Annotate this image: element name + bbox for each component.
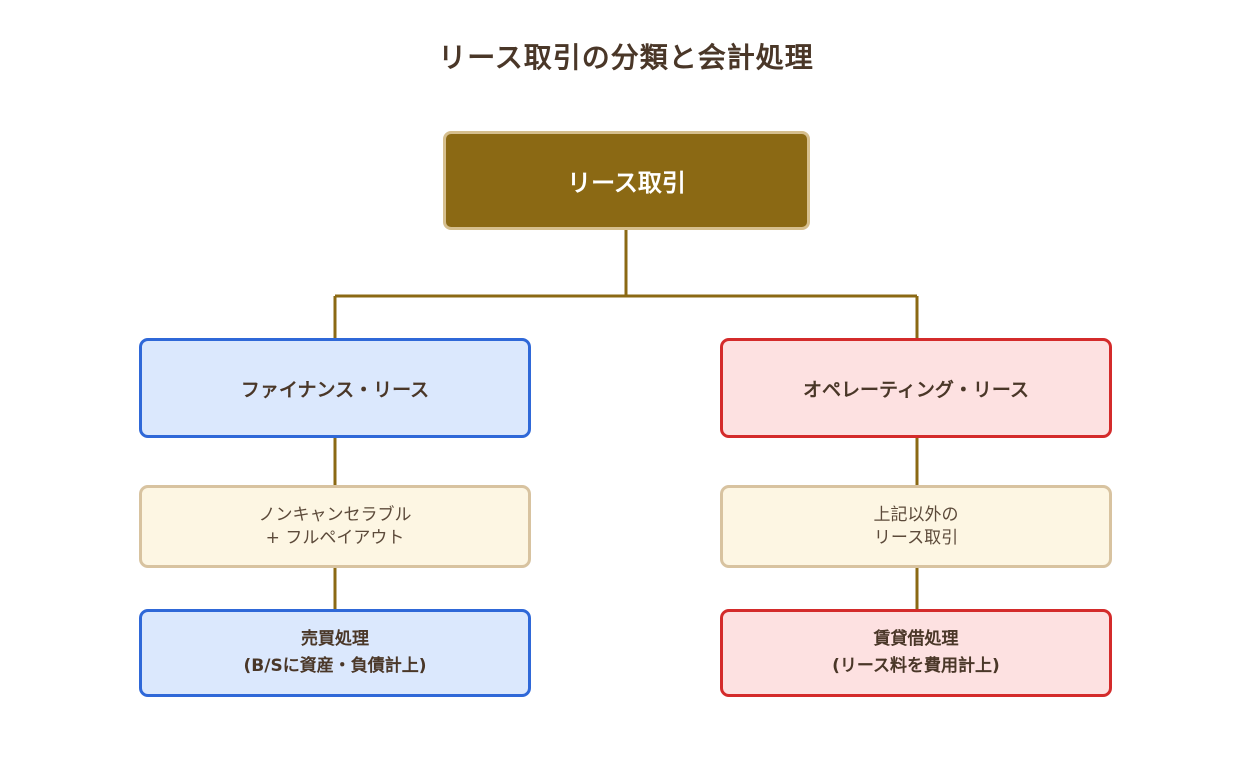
operating-accounting-line-2: (リース料を費用計上) — [832, 656, 1000, 676]
operating-condition-line-2: リース取引 — [873, 527, 959, 548]
finance-lease-label: ファイナンス・リース — [240, 378, 430, 401]
operating-accounting-node: 賃貸借処理 (リース料を費用計上) — [720, 609, 1112, 697]
root-node-lease-transaction: リース取引 — [443, 131, 810, 230]
finance-accounting-node: 売買処理 (B/Sに資産・負債計上) — [139, 609, 531, 697]
finance-condition-node: ノンキャンセラブル + フルペイアウト — [139, 485, 531, 568]
operating-condition-line-1: 上記以外の — [873, 504, 959, 525]
operating-lease-node: オペレーティング・リース — [720, 338, 1112, 438]
finance-condition-line-1: ノンキャンセラブル — [258, 504, 412, 525]
diagram-title: リース取引の分類と会計処理 — [438, 41, 814, 74]
operating-accounting-line-1: 賃貸借処理 — [873, 629, 959, 649]
finance-lease-node: ファイナンス・リース — [139, 338, 531, 438]
root-node-label: リース取引 — [567, 169, 686, 197]
finance-condition-line-2: + フルペイアウト — [265, 527, 405, 548]
operating-condition-node: 上記以外の リース取引 — [720, 485, 1112, 568]
finance-accounting-line-2: (B/Sに資産・負債計上) — [243, 656, 427, 676]
operating-lease-label: オペレーティング・リース — [803, 378, 1029, 401]
finance-accounting-line-1: 売買処理 — [301, 629, 369, 649]
